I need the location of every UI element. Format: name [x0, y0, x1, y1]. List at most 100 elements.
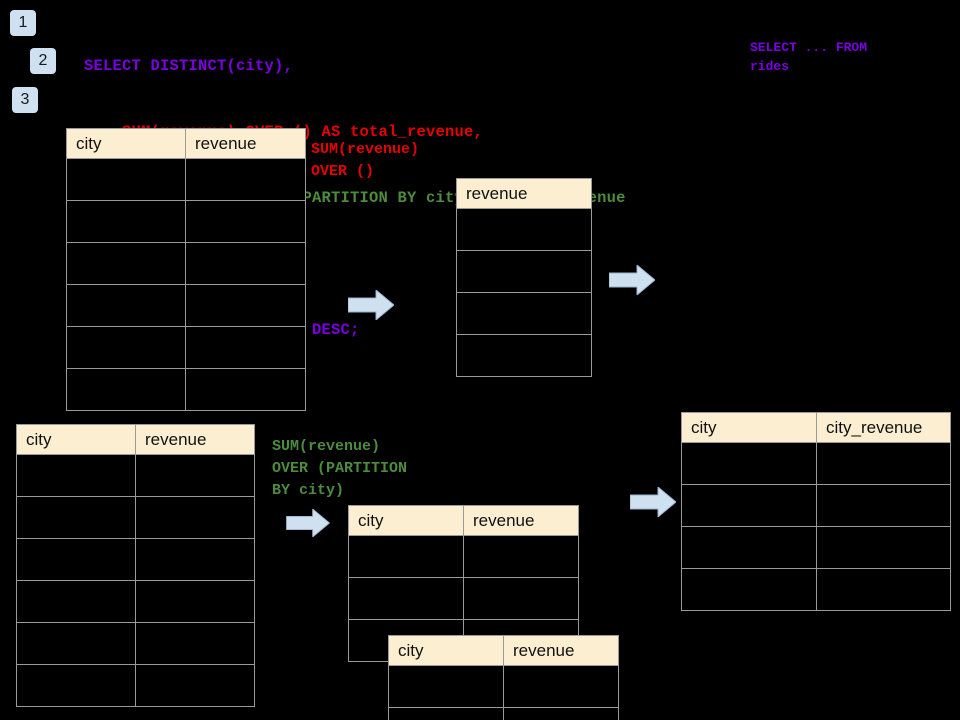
- cell-revenue: [135, 538, 255, 581]
- cell-revenue: [503, 665, 619, 708]
- table-row: [456, 292, 592, 335]
- cell-revenue: [456, 208, 592, 251]
- cell-revenue: [185, 158, 306, 201]
- cell-city: [681, 442, 817, 485]
- cell-revenue: [456, 334, 592, 377]
- step-badge-3[interactable]: 3: [12, 87, 38, 113]
- cell-city: [16, 496, 136, 539]
- table-row: [66, 284, 306, 327]
- arrow-partition-to-result: [630, 487, 676, 517]
- partition-group-table-back-clip: city revenue: [346, 503, 582, 720]
- column-header-revenue: revenue: [503, 635, 619, 666]
- table-row: [681, 568, 951, 611]
- cell-revenue: [463, 535, 579, 578]
- cell-city: [388, 665, 504, 708]
- table-row: [681, 526, 951, 569]
- table-row: [16, 664, 255, 707]
- cell-revenue: [185, 284, 306, 327]
- source-rides-table: city revenue: [66, 128, 306, 411]
- cell-city: [66, 326, 186, 369]
- cell-revenue: [135, 580, 255, 623]
- cell-city: [681, 568, 817, 611]
- table-row: [66, 242, 306, 285]
- cell-city: [16, 580, 136, 623]
- result-city-revenue-table: city city_revenue: [681, 412, 951, 611]
- table-row: [388, 665, 619, 708]
- table-row: [16, 496, 255, 539]
- table-row: [681, 484, 951, 527]
- source-rides-table-bottom-clip: city revenue: [16, 424, 262, 720]
- cell-revenue: [503, 707, 619, 720]
- column-header-city: city: [681, 412, 817, 443]
- table-header-row: city revenue: [348, 505, 579, 536]
- annotation-select-from-rides: SELECT ... FROM rides: [750, 40, 868, 74]
- cell-city: [348, 577, 464, 620]
- cell-city: [66, 242, 186, 285]
- cell-city: [388, 707, 504, 720]
- column-header-city: city: [16, 424, 136, 455]
- sql-line-select: SELECT DISTINCT(city),: [84, 57, 294, 75]
- table-header-row: city revenue: [388, 635, 619, 666]
- annotation-sum-over-empty: SUM(revenue) OVER (): [311, 141, 420, 180]
- arrow-source-to-partition: [286, 509, 331, 537]
- cell-city: [348, 535, 464, 578]
- cell-revenue: [456, 250, 592, 293]
- cell-city: [681, 526, 817, 569]
- table-row: [456, 208, 592, 251]
- cell-city-revenue: [816, 568, 951, 611]
- table-row: [388, 707, 619, 720]
- cell-city: [16, 622, 136, 665]
- cell-revenue: [135, 454, 255, 497]
- table-row: [348, 535, 579, 578]
- table-header-row: city city_revenue: [681, 412, 951, 443]
- column-header-city: city: [388, 635, 504, 666]
- cell-city: [66, 200, 186, 243]
- cell-city-revenue: [816, 526, 951, 569]
- table-row: [66, 158, 306, 201]
- cell-city-revenue: [816, 484, 951, 527]
- column-header-revenue: revenue: [463, 505, 579, 536]
- column-header-city: city: [66, 128, 186, 159]
- column-header-revenue: revenue: [456, 178, 592, 209]
- table-row: [66, 200, 306, 243]
- column-header-revenue: revenue: [185, 128, 306, 159]
- cell-revenue: [185, 326, 306, 369]
- partition-group-table-back: city revenue: [348, 505, 579, 662]
- table-row: [16, 538, 255, 581]
- table-header-row: city revenue: [66, 128, 306, 159]
- cell-revenue: [185, 200, 306, 243]
- annotation-sum-over-partition: SUM(revenue) OVER (PARTITION BY city): [272, 438, 408, 499]
- table-row: [456, 250, 592, 293]
- table-row: [16, 622, 255, 665]
- arrow-source-to-revenue: [348, 290, 394, 320]
- cell-city-revenue: [816, 442, 951, 485]
- cell-city: [16, 538, 136, 581]
- column-header-revenue: revenue: [135, 424, 255, 455]
- step-badge-1[interactable]: 1: [10, 10, 36, 36]
- table-row: [681, 442, 951, 485]
- cell-revenue: [135, 622, 255, 665]
- partition-group-table-front: city revenue: [388, 635, 619, 720]
- cell-revenue: [185, 242, 306, 285]
- cell-revenue: [456, 292, 592, 335]
- cell-city: [16, 454, 136, 497]
- step-badge-2[interactable]: 2: [30, 48, 56, 74]
- table-header-row: revenue: [456, 178, 592, 209]
- source-rides-table-bottom: city revenue: [16, 424, 255, 707]
- table-row: [66, 326, 306, 369]
- cell-city: [66, 368, 186, 411]
- table-row: [66, 368, 306, 411]
- cell-revenue: [135, 664, 255, 707]
- table-row: [456, 334, 592, 377]
- total-revenue-table: revenue: [456, 178, 592, 377]
- table-row: [348, 577, 579, 620]
- cell-city: [66, 158, 186, 201]
- cell-city: [66, 284, 186, 327]
- column-header-city-revenue: city_revenue: [816, 412, 951, 443]
- table-row: [16, 580, 255, 623]
- cell-revenue: [463, 577, 579, 620]
- arrow-revenue-to-result: [609, 265, 655, 295]
- partition-group-table-front-clip: city revenue: [386, 633, 622, 720]
- column-header-city: city: [348, 505, 464, 536]
